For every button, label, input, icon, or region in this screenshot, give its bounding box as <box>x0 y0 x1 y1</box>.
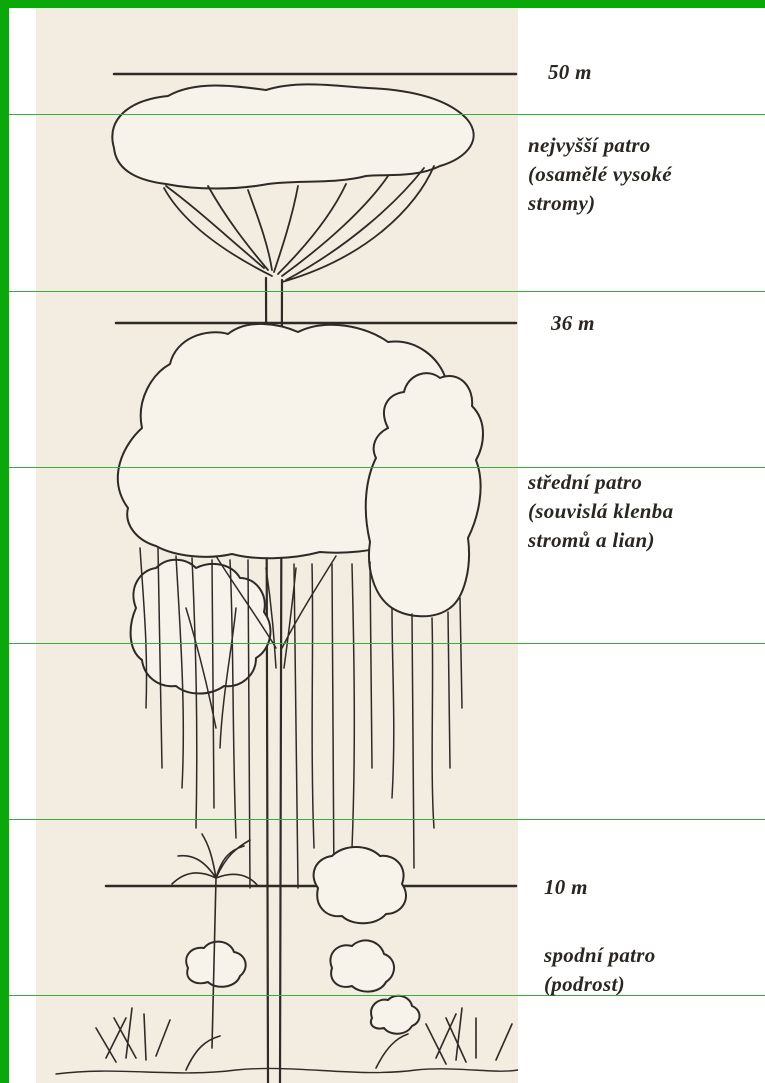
palm-left <box>172 834 258 1048</box>
middle-layer-desc-1: (souvislá klenba <box>528 497 673 526</box>
height-label-36m: 36 m <box>551 309 595 338</box>
separator-line-4 <box>9 643 765 644</box>
upper-layer-desc-2: stromy) <box>528 189 672 218</box>
left-accent-bar <box>0 0 9 1083</box>
middle-layer-title: střední patro <box>528 468 673 497</box>
top-accent-bar <box>0 0 765 8</box>
separator-line-2 <box>9 291 765 292</box>
separator-line-1 <box>9 114 765 115</box>
secondary-crown-right <box>366 373 483 616</box>
middle-layer-label: střední patro (souvislá klenba stromů a … <box>528 468 673 555</box>
height-label-10m: 10 m <box>544 873 588 902</box>
understory-bush-3 <box>371 996 420 1034</box>
middle-layer-desc-2: stromů a lian) <box>528 526 673 555</box>
upper-layer-label: nejvyšší patro (osamělé vysoké stromy) <box>528 131 672 218</box>
height-label-50m: 50 m <box>548 58 592 87</box>
rainforest-drawing <box>36 8 518 1083</box>
upper-layer-desc-1: (osamělé vysoké <box>528 160 672 189</box>
understory-bush-2 <box>330 940 394 991</box>
separator-line-5 <box>9 819 765 820</box>
understory-crown-center <box>314 847 406 923</box>
upper-layer-title: nejvyšší patro <box>528 131 672 160</box>
ground-ferns <box>96 1008 512 1070</box>
secondary-crown-left <box>131 560 271 694</box>
rainforest-illustration <box>36 8 518 1083</box>
lower-layer-label: spodní patro (podrost) <box>544 941 656 999</box>
ground-line <box>56 1068 518 1074</box>
understory-bush-1 <box>186 942 245 987</box>
lower-layer-desc-1: (podrost) <box>544 970 656 999</box>
lower-layer-title: spodní patro <box>544 941 656 970</box>
